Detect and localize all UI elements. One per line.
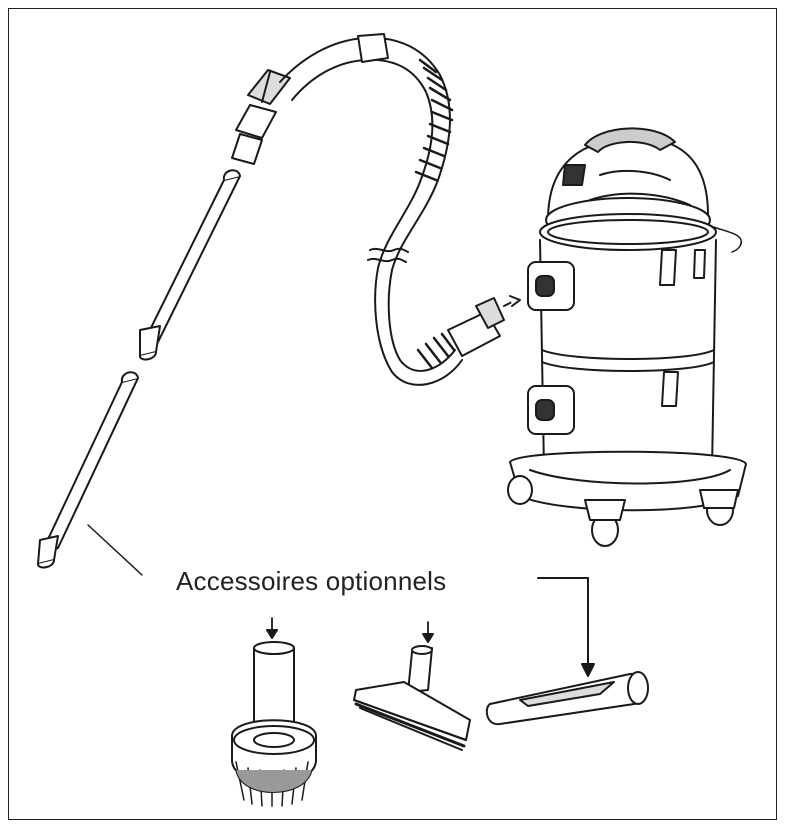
crevice-tool-icon xyxy=(485,671,649,726)
accessories-caption: Accessoires optionnels xyxy=(176,566,447,596)
leader-line-accessories xyxy=(537,577,595,677)
leader-line-tube xyxy=(87,524,143,576)
round-brush-icon xyxy=(231,617,317,807)
floor-nozzle-icon xyxy=(353,621,471,751)
extension-tube-lower-icon xyxy=(37,371,139,569)
vacuum-body-icon xyxy=(507,127,747,547)
flexible-hose-icon xyxy=(231,33,521,386)
extension-tube-upper-icon xyxy=(139,169,241,361)
